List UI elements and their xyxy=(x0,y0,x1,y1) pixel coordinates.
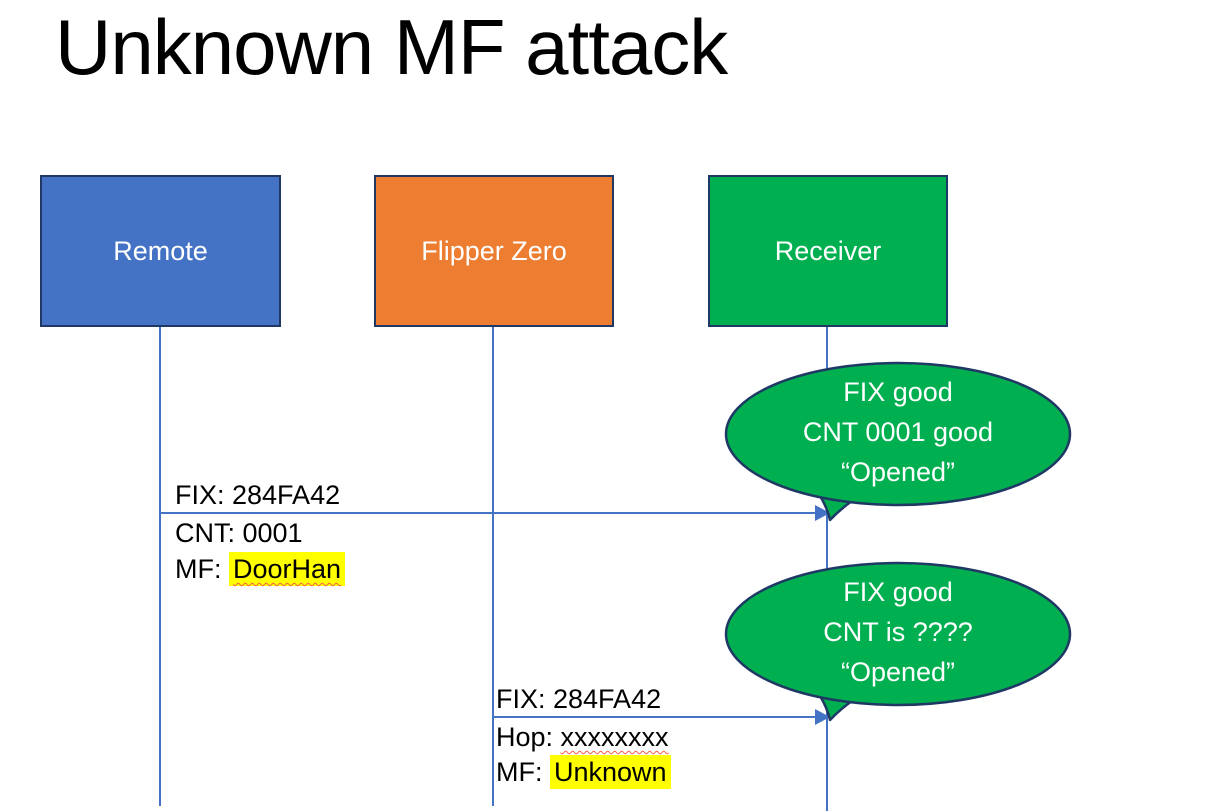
bubble2-line3: “Opened” xyxy=(840,657,956,687)
message1-label-fix[interactable]: FIX: 284FA42 xyxy=(175,480,341,510)
bubble1-line1: FIX good xyxy=(843,377,953,407)
lifeline-remote xyxy=(159,327,161,806)
message1-arrow-line xyxy=(160,512,818,514)
message1-cnt-value: 0001 xyxy=(242,518,303,548)
message2-arrowhead-icon xyxy=(815,709,830,725)
speech-bubble-1-text: FIX good CNT 0001 good “Opened” xyxy=(738,372,1058,492)
slide-title[interactable]: Unknown MF attack xyxy=(55,3,728,91)
message1-label-mf[interactable]: MF: DoorHan xyxy=(175,552,346,586)
actor-box-receiver[interactable]: Receiver xyxy=(708,175,948,327)
speech-bubble-2-text: FIX good CNT is ???? “Opened” xyxy=(738,572,1058,692)
message1-cnt-prefix: CNT: xyxy=(175,518,243,548)
actor-box-remote[interactable]: Remote xyxy=(40,175,281,327)
speech-bubble-1-ellipse xyxy=(724,361,1072,507)
message2-label-mf[interactable]: MF: Unknown xyxy=(496,755,671,789)
lifeline-flipper-zero xyxy=(492,327,494,806)
bubble2-line1: FIX good xyxy=(843,577,953,607)
message2-label-hop[interactable]: Hop: xxxxxxxx xyxy=(496,721,669,753)
bubble1-line2: CNT 0001 good xyxy=(802,417,994,447)
message1-label-cnt[interactable]: CNT: 0001 xyxy=(175,517,303,549)
message1-mf-value-highlighted: DoorHan xyxy=(229,552,346,586)
message2-hop-prefix: Hop: xyxy=(496,722,561,752)
speech-bubble-2-ellipse xyxy=(724,561,1072,707)
message2-arrow-line xyxy=(493,716,818,718)
message2-mf-prefix: MF: xyxy=(496,757,550,787)
speech-bubble-1[interactable] xyxy=(713,348,1093,528)
actor-label-remote: Remote xyxy=(113,235,208,266)
actor-label-receiver: Receiver xyxy=(774,235,882,266)
actor-box-flipper-zero[interactable]: Flipper Zero xyxy=(374,175,614,327)
actor-label-flipper-zero: Flipper Zero xyxy=(421,235,567,266)
speech-bubble-2[interactable] xyxy=(713,548,1093,728)
message2-hop-value-squiggle: xxxxxxxx xyxy=(560,722,669,752)
message1-mf-prefix: MF: xyxy=(175,554,229,584)
message2-label-fix[interactable]: FIX: 284FA42 xyxy=(496,684,662,714)
bubble2-line2: CNT is ???? xyxy=(823,617,973,647)
bubble1-line3: “Opened” xyxy=(840,457,956,487)
message2-mf-value-highlighted: Unknown xyxy=(550,755,671,789)
